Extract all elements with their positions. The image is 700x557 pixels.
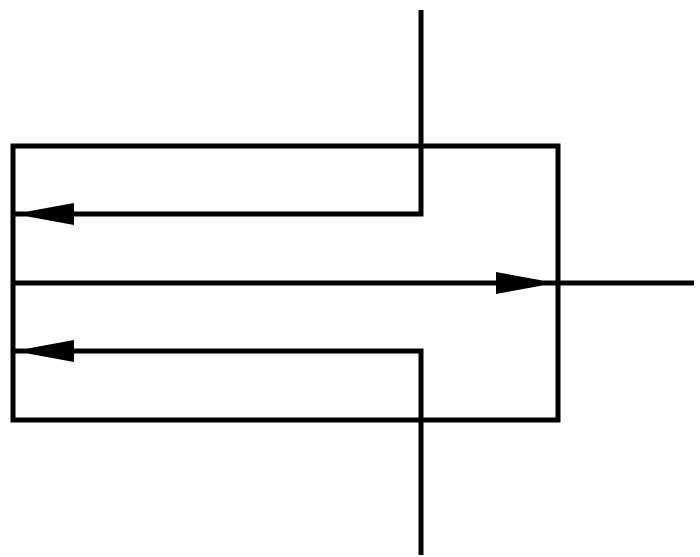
upper-inlet-line	[13, 10, 424, 217]
lower-inlet-line	[13, 348, 424, 555]
center-arrowhead-icon	[496, 272, 556, 294]
lower-arrowhead-icon	[14, 340, 74, 362]
upper-arrowhead-icon	[14, 203, 74, 225]
